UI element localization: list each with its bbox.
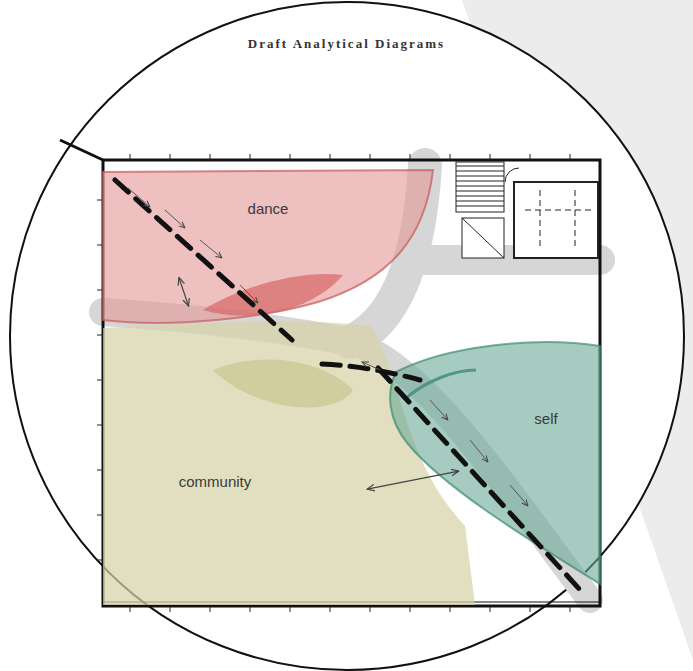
relation-arrow xyxy=(179,277,189,306)
stair-core xyxy=(456,162,598,258)
frame-circle xyxy=(10,2,684,670)
flow-arrows xyxy=(128,188,528,506)
plan-walls xyxy=(60,140,600,606)
dashed-route xyxy=(115,180,582,592)
zone-region: dance xyxy=(103,160,433,338)
zone-shape xyxy=(103,160,433,338)
diagram-title: Draft Analytical Diagrams xyxy=(0,36,693,52)
zone-label: self xyxy=(534,410,557,427)
relation-arrow xyxy=(367,471,459,489)
zone-label: community xyxy=(179,473,252,490)
zone-label: dance xyxy=(248,200,289,217)
